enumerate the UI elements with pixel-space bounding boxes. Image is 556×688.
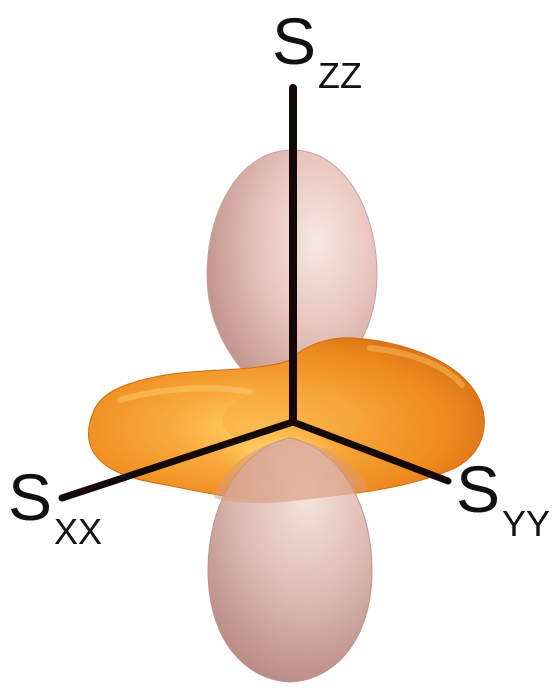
axis-label-zz: SZZ <box>272 4 362 96</box>
axis-xx-line <box>58 418 297 502</box>
axis-label-xx: SXX <box>8 460 102 552</box>
lobe-torus-overlap <box>214 438 368 504</box>
axis-label-yy: SYY <box>456 452 550 544</box>
axis-yy-line <box>289 418 452 485</box>
axes <box>58 84 452 502</box>
